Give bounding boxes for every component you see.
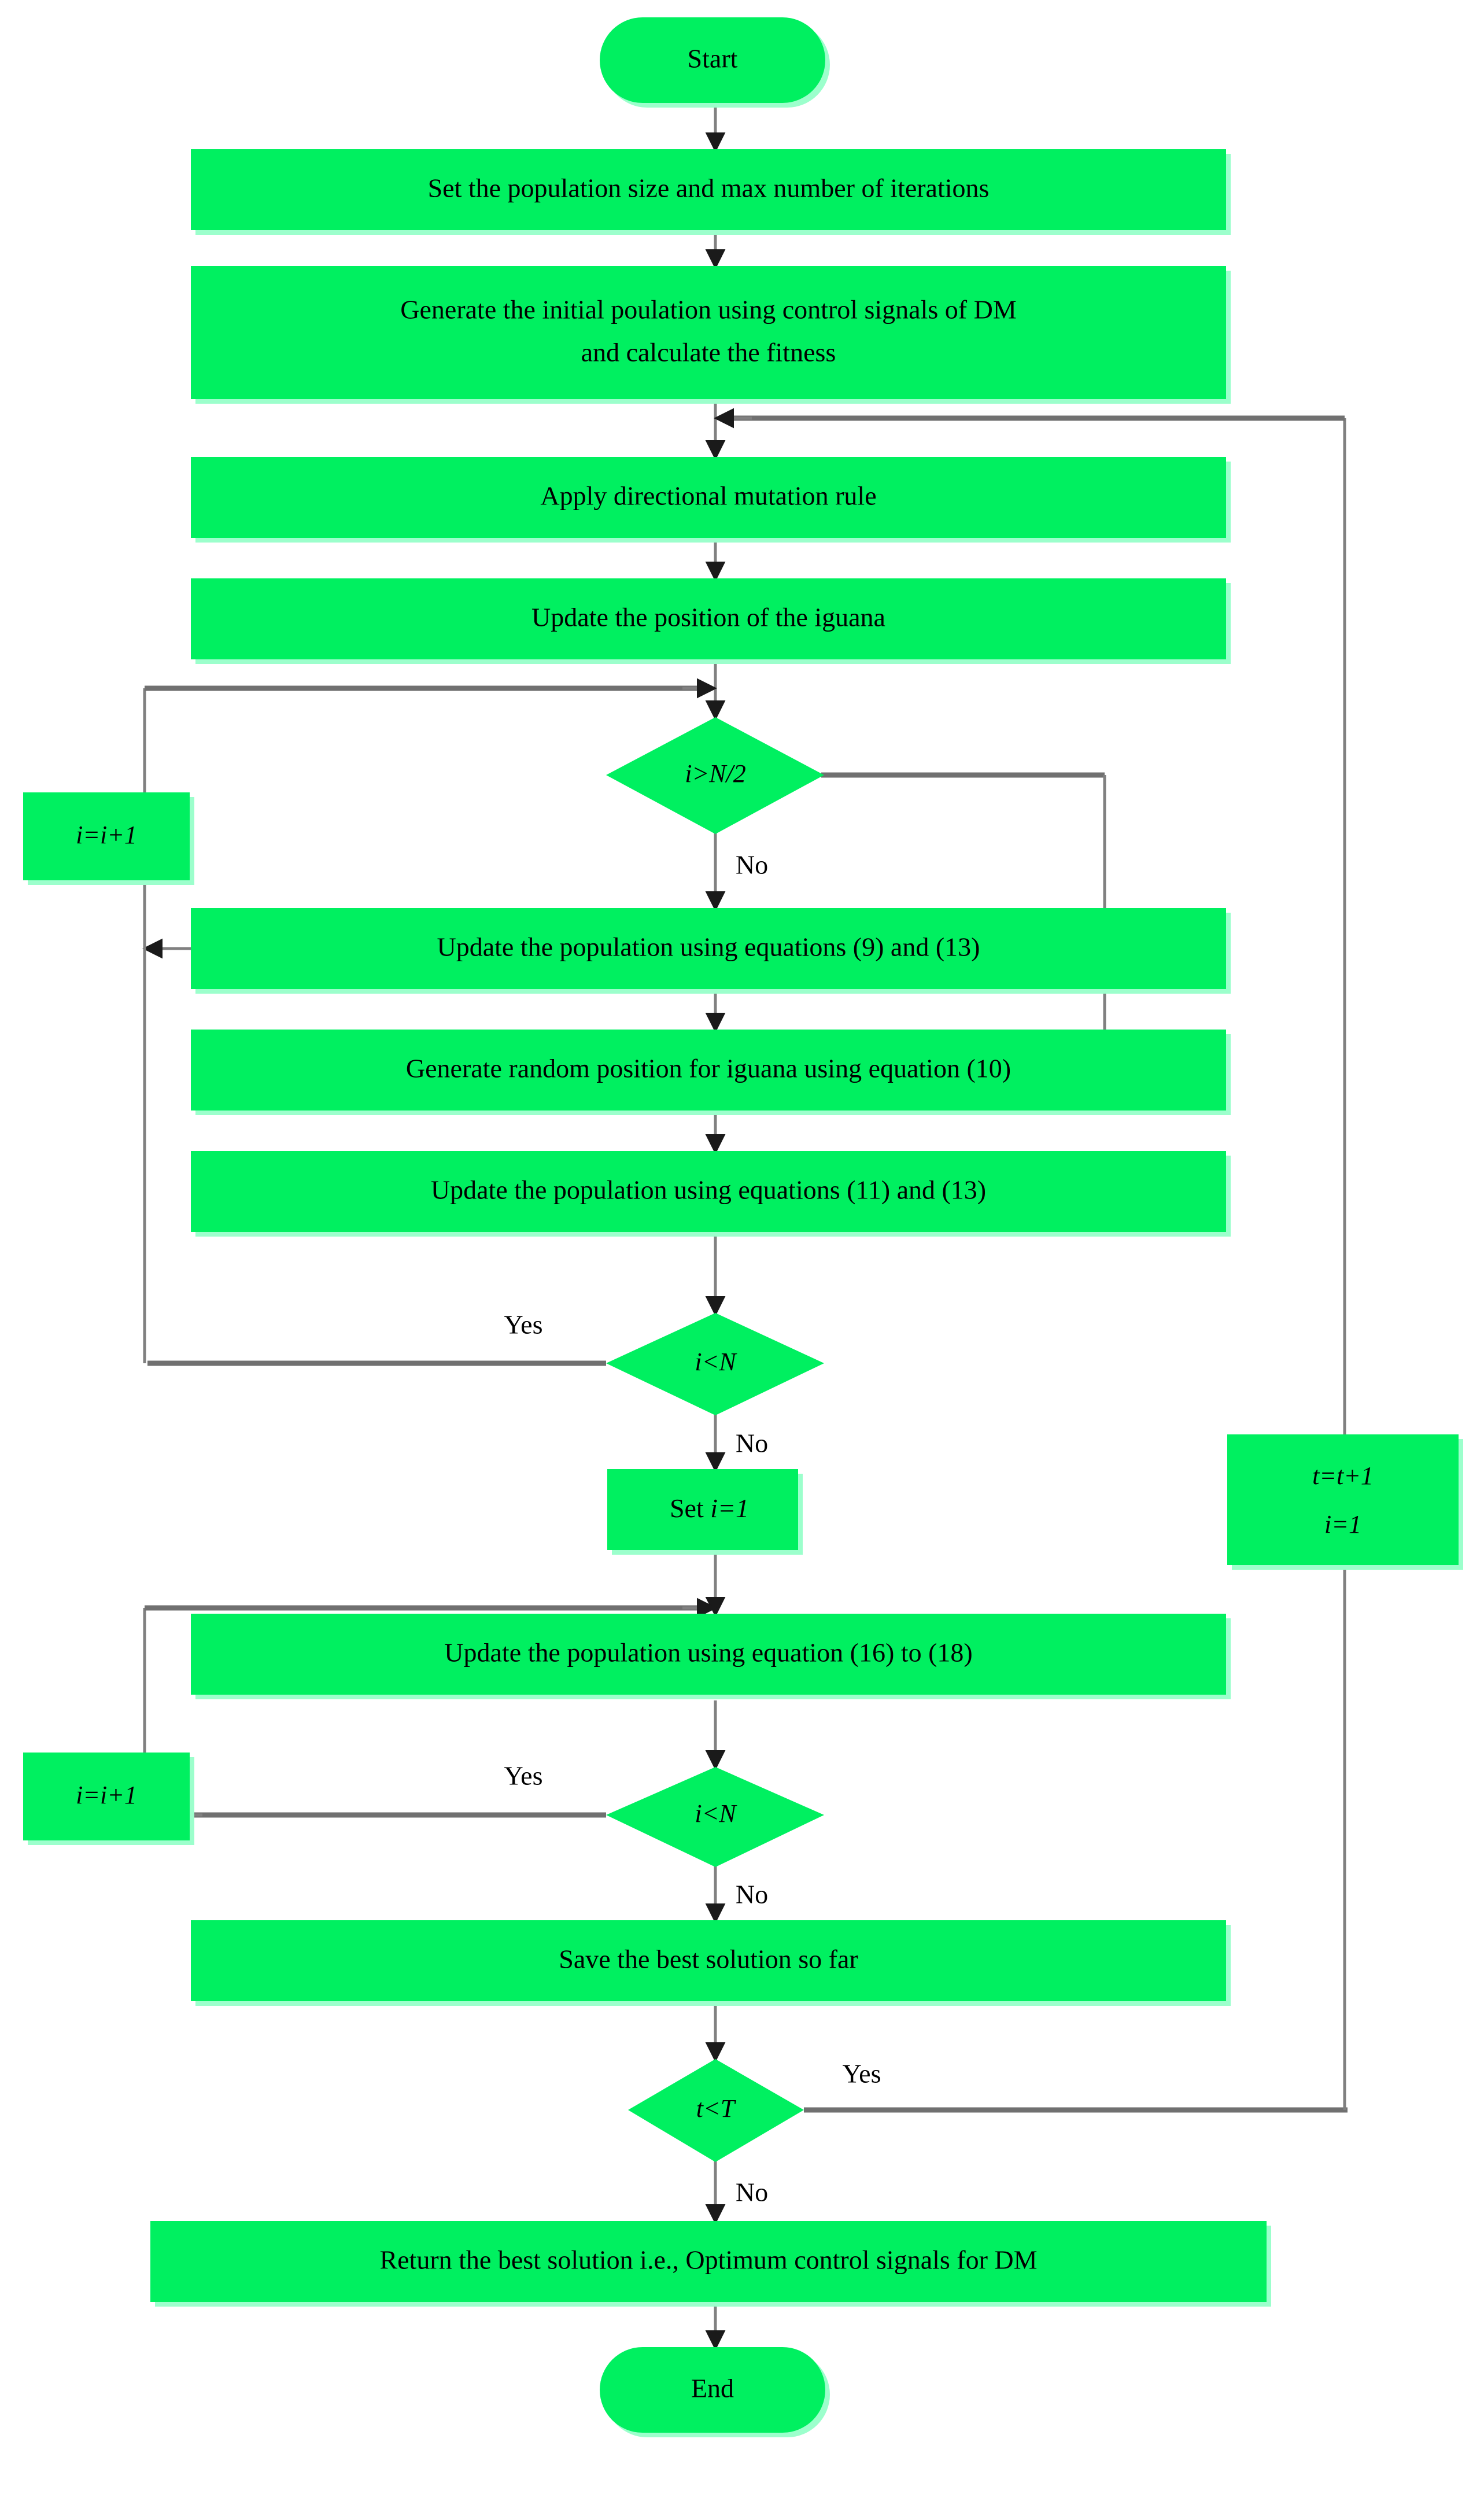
node-increment-t-line2: i=1: [1324, 1510, 1361, 1539]
node-end-label: End: [691, 2374, 734, 2403]
node-generate-initial-population-line1: Generate the initial poulation using con…: [400, 295, 1016, 324]
node-decision-i-lt-n-second[interactable]: i<N: [606, 1767, 824, 1867]
node-set-i-equals-1[interactable]: Set i=1: [607, 1469, 803, 1555]
node-set-i-equals-1-label: Set i=1: [610, 1493, 795, 1523]
node-set-population[interactable]: Set the population size and max number o…: [191, 149, 1231, 235]
node-increment-i-upper[interactable]: i=i+1: [23, 792, 194, 885]
node-update-eq-9-13-label: Update the population using equations (9…: [437, 932, 980, 962]
node-decision-t-lt-t-label: t<T: [696, 2094, 737, 2123]
node-decision-i-gt-n-half[interactable]: i>N/2: [606, 717, 824, 834]
edge-label-dechalf-no: No: [736, 850, 768, 880]
node-decision-i-gt-n-half-label: i>N/2: [685, 759, 746, 788]
node-set-population-label: Set the population size and max number o…: [428, 174, 990, 203]
node-apply-mutation-rule-label: Apply directional mutation rule: [540, 481, 876, 511]
node-generate-random-position-eq-10-label: Generate random position for iguana usin…: [406, 1054, 1011, 1083]
node-return-best-solution[interactable]: Return the best solution i.e., Optimum c…: [150, 2221, 1271, 2307]
node-start[interactable]: Start: [600, 17, 830, 108]
node-generate-random-position-eq-10[interactable]: Generate random position for iguana usin…: [191, 1030, 1231, 1115]
edge-layer: [142, 105, 1348, 2351]
node-save-best-solution-label: Save the best solution so far: [559, 1945, 858, 1974]
node-update-eq-16-18-label: Update the population using equation (16…: [444, 1638, 972, 1667]
node-start-label: Start: [688, 44, 738, 73]
node-end[interactable]: End: [600, 2347, 830, 2437]
node-update-iguana-position[interactable]: Update the position of the iguana: [191, 578, 1231, 664]
edge-label-dectltt-no: No: [736, 2178, 768, 2207]
node-generate-initial-population-line2: and calculate the fitness: [581, 338, 836, 367]
node-increment-i-lower-label: i=i+1: [76, 1781, 137, 1809]
node-generate-initial-population[interactable]: Generate the initial poulation using con…: [191, 266, 1231, 404]
node-update-eq-16-18[interactable]: Update the population using equation (16…: [191, 1614, 1231, 1699]
node-decision-t-lt-t[interactable]: t<T: [628, 2059, 804, 2162]
node-return-best-solution-label: Return the best solution i.e., Optimum c…: [379, 2245, 1037, 2275]
node-increment-t-reset-i[interactable]: t=t+1 i=1: [1227, 1434, 1463, 1570]
node-increment-i-upper-label: i=i+1: [76, 821, 137, 849]
node-update-eq-11-13-label: Update the population using equations (1…: [431, 1175, 986, 1205]
edge-label-deciltn2-yes: Yes: [504, 1761, 543, 1791]
node-increment-i-lower[interactable]: i=i+1: [23, 1753, 194, 1845]
node-update-eq-9-13[interactable]: Update the population using equations (9…: [191, 908, 1231, 994]
edge-label-deciltn2-no: No: [736, 1880, 768, 1909]
node-decision-i-lt-n-first[interactable]: i<N: [606, 1313, 824, 1415]
node-update-eq-11-13[interactable]: Update the population using equations (1…: [191, 1151, 1231, 1237]
edge-label-dectltt-yes: Yes: [843, 2059, 881, 2089]
node-set-i-value: i=1: [710, 1493, 749, 1523]
node-set-i-prefix: Set: [670, 1493, 710, 1523]
node-increment-t-line1: t=t+1: [1312, 1462, 1374, 1490]
edge-label-deciltn1-yes: Yes: [504, 1310, 543, 1340]
edge-label-deciltn1-no: No: [736, 1429, 768, 1458]
node-layer: Start Set the population size and max nu…: [23, 17, 1463, 2437]
node-apply-mutation-rule[interactable]: Apply directional mutation rule: [191, 457, 1231, 543]
node-decision-i-lt-n-second-label: i<N: [695, 1799, 737, 1828]
node-update-iguana-position-label: Update the position of the iguana: [531, 603, 885, 632]
node-save-best-solution[interactable]: Save the best solution so far: [191, 1920, 1231, 2006]
edge-label-layer: No Yes No Yes No Yes No: [504, 850, 881, 2207]
node-decision-i-lt-n-first-label: i<N: [695, 1348, 737, 1376]
